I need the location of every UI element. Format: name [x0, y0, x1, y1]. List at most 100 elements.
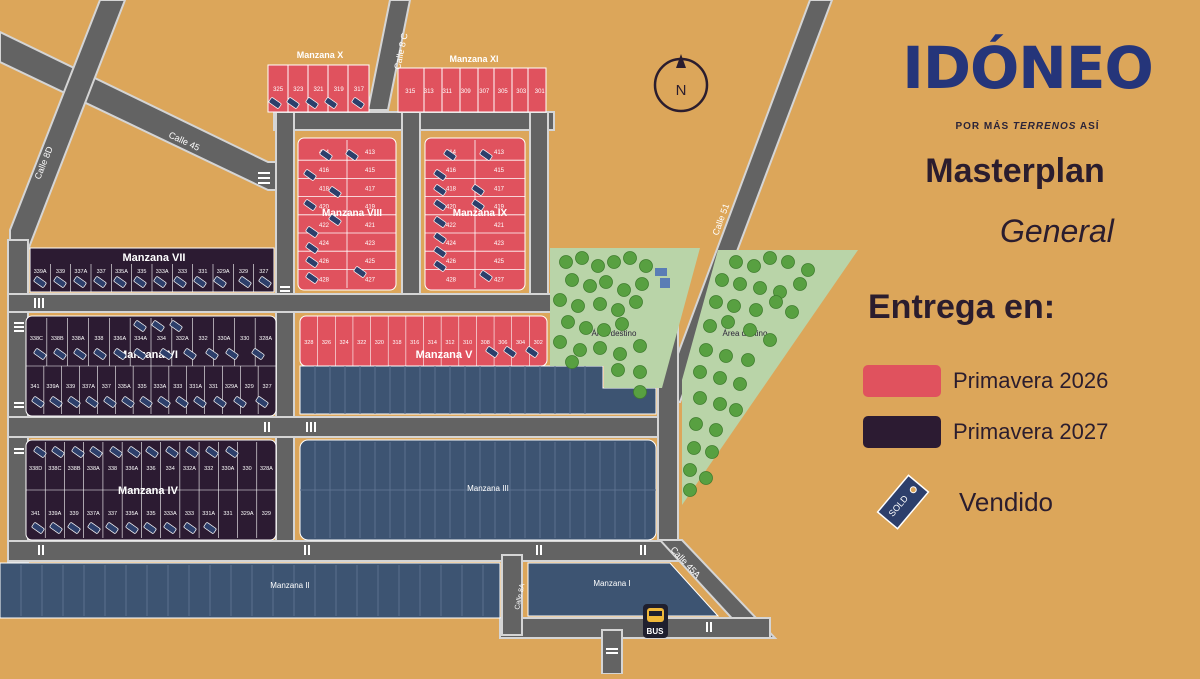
lot-number: 413	[494, 150, 505, 156]
tree-icon	[571, 299, 585, 313]
tree-icon	[565, 273, 579, 287]
lot-number: 316	[410, 340, 419, 346]
tree-icon	[743, 323, 757, 337]
sold-tag-icon	[175, 396, 189, 408]
lot-number: 337A	[87, 511, 100, 517]
lot-number: 420	[319, 205, 330, 211]
road-calle-51	[658, 0, 834, 403]
sold-tag-icon	[109, 446, 123, 458]
lot-number: 428	[319, 277, 330, 283]
sold-tag-icon	[479, 149, 493, 161]
sold-tag-icon	[49, 396, 63, 408]
sold-tag-icon	[73, 348, 87, 360]
sold-tag-icon	[113, 348, 127, 360]
lot-number: 329A	[217, 269, 230, 275]
compass-letter: N	[676, 82, 687, 99]
lot-number: 333A	[156, 269, 169, 275]
lot-number: 341	[31, 511, 40, 517]
sold-tag-icon	[87, 522, 101, 534]
lot-number: 338B	[68, 466, 81, 472]
lot-number: 311	[442, 89, 452, 95]
block-manzana-ix[interactable]: 4144164184204224244264284134154174194214…	[424, 137, 526, 291]
tree-icon	[763, 251, 777, 265]
sold-tag-icon	[286, 97, 300, 109]
lot-number: 301	[535, 89, 546, 95]
sold-tag-icon	[433, 169, 447, 181]
tree-icon	[769, 295, 783, 309]
lot-number: 332A	[183, 466, 196, 472]
sold-tag-icon	[151, 320, 165, 332]
lot-number: 321	[313, 87, 324, 93]
lot-number: 337A	[82, 384, 95, 390]
tree-icon	[613, 347, 627, 361]
sold-tag-icon	[51, 446, 65, 458]
sold-tags	[31, 97, 539, 534]
lot-number: 339	[66, 384, 75, 390]
sold-tag-icon	[113, 276, 127, 288]
tree-icon	[615, 317, 629, 331]
tree-icon	[753, 281, 767, 295]
block-manzana-viii[interactable]: 4144164184204224244264284134154174194214…	[297, 137, 397, 291]
tree-icon	[597, 323, 611, 337]
lot-number: 325	[273, 87, 284, 93]
sold-tag-icon	[205, 348, 219, 360]
lot-number: 425	[365, 259, 376, 265]
block-manzana-i[interactable]: Manzana I	[527, 562, 720, 617]
sold-tag-icon	[305, 272, 319, 284]
block-manzana-ii[interactable]: Manzana II	[0, 562, 501, 619]
lot-number: 318	[392, 340, 401, 346]
sold-tag-icon	[213, 276, 227, 288]
lot-number: 324	[340, 340, 349, 346]
tree-icon	[733, 277, 747, 291]
lot-number: 425	[494, 259, 505, 265]
sold-tag-icon	[433, 246, 447, 258]
tree-icon	[729, 255, 743, 269]
sold-tag-icon	[324, 97, 338, 109]
legend-item-2027: Primavera 2027	[863, 415, 1108, 449]
tree-icon	[687, 441, 701, 455]
sold-tag-icon	[433, 184, 447, 196]
lot-number: 335	[146, 511, 155, 517]
sold-tag-icon	[185, 446, 199, 458]
sold-tag-icon: SOLD	[876, 474, 930, 530]
sold-tag-icon	[93, 348, 107, 360]
lot-number: 333	[178, 269, 187, 275]
legend-item-2026: Primavera 2026	[863, 364, 1108, 398]
manzana-vii-label: Manzana VII	[123, 252, 186, 264]
lot-number: 339A	[34, 269, 47, 275]
sold-tag-icon	[145, 446, 159, 458]
block-manzana-iii[interactable]: Manzana III	[299, 439, 657, 541]
lot-number: 328	[304, 340, 313, 346]
road-vert-c	[529, 111, 549, 303]
sold-tag-icon	[525, 346, 539, 358]
tree-icon	[583, 279, 597, 293]
sold-tag-icon	[103, 396, 117, 408]
tree-icon	[599, 275, 613, 289]
lot-number: 330A	[221, 466, 234, 472]
legend-heading: Entrega en:	[868, 288, 1056, 326]
area-destino-left: Área destino	[592, 329, 637, 338]
sold-tag-icon	[238, 276, 252, 288]
lot-number: 336	[146, 466, 155, 472]
lot-number: 427	[494, 277, 505, 283]
tagline-emph: TERRENOS	[1012, 121, 1077, 132]
lot-number: 337	[102, 384, 111, 390]
sold-tag-icon	[169, 320, 183, 332]
sold-tag-icon	[143, 522, 157, 534]
road-h3	[7, 540, 679, 562]
lot-number: 331	[223, 511, 232, 517]
tree-icon	[749, 303, 763, 317]
lot-number: 332	[198, 336, 207, 342]
sold-tag-icon	[71, 446, 85, 458]
sold-tag-icon	[127, 446, 141, 458]
lot-number: 331	[209, 384, 218, 390]
lot-number: 336A	[113, 336, 126, 342]
sold-tag-icon	[303, 199, 317, 211]
sold-tag-icon	[193, 276, 207, 288]
